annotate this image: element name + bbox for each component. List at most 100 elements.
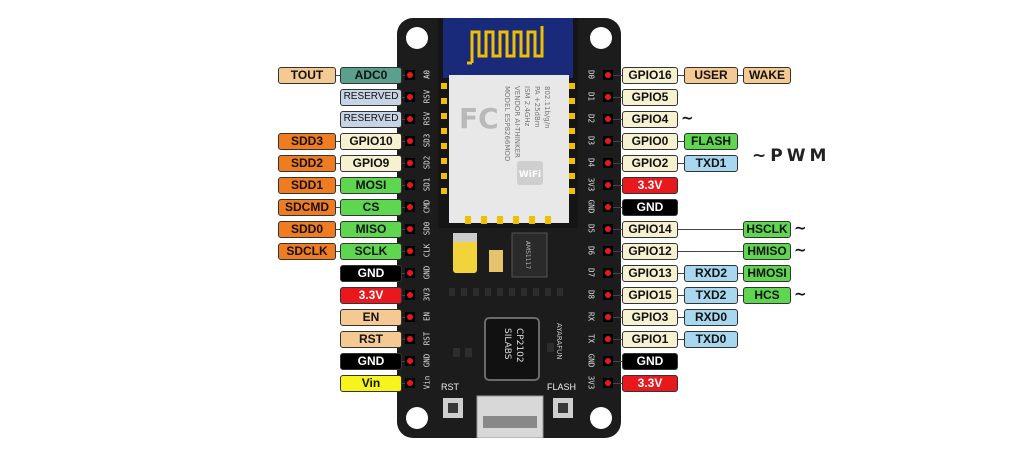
mount-hole-top-left (406, 27, 428, 49)
mount-hole-bottom-right (590, 407, 612, 429)
pin-hole (605, 380, 611, 386)
silk-pin-right: RX (586, 311, 596, 322)
connector-line (613, 229, 622, 230)
left-pin-label: CS (340, 199, 402, 216)
pin-hole (605, 116, 611, 122)
connector-line (402, 317, 405, 318)
right-pin-label: HCS (743, 287, 791, 304)
connector-line (678, 317, 684, 318)
pwm-legend: ~PWM (752, 146, 831, 166)
right-pin-label: WAKE (743, 67, 791, 84)
capacitor (453, 233, 477, 273)
pin-hole (407, 380, 413, 386)
header-pins (405, 70, 613, 388)
pin-hole (407, 358, 413, 364)
left-pin-label: SDCLK (278, 243, 336, 260)
silk-pin-right: TX (586, 333, 596, 344)
connector-line (613, 273, 622, 274)
left-pin-label: GPIO10 (340, 133, 402, 150)
pin-hole (407, 138, 413, 144)
module-text-line: VENDOR AI-THINKER (513, 86, 521, 158)
pwm-tilde: ~ (681, 109, 694, 127)
connector-line (336, 207, 340, 208)
connector-line (678, 75, 684, 76)
fcc-mark: FC (459, 102, 499, 135)
connector-line (336, 229, 340, 230)
mount-hole-top-right (590, 27, 612, 49)
wifi-logo (517, 161, 543, 185)
usb-chip-text-line: CP2102 (514, 328, 524, 363)
silk-pin-right: 3V3 (586, 177, 596, 192)
connector-line (738, 75, 743, 76)
pwm-tilde: ~ (794, 241, 807, 259)
connector-line (613, 339, 622, 340)
silk-pin-left: RSV (422, 89, 432, 104)
pin-hole (605, 270, 611, 276)
left-pin-label: SDD0 (278, 221, 336, 238)
connector-line (402, 229, 405, 230)
right-pin-label: GPIO13 (622, 265, 678, 282)
wifi-mark: WiFi (519, 170, 541, 180)
pin-hole (407, 160, 413, 166)
left-pin-label: EN (340, 309, 402, 326)
regulator-text: AMS1117 (524, 241, 531, 270)
connector-line (336, 185, 340, 186)
pin-hole (407, 248, 413, 254)
silk-pin-left: GND (422, 265, 432, 280)
left-pin-label: SDD1 (278, 177, 336, 194)
connector-line (402, 141, 405, 142)
left-pin-label: ADC0 (340, 67, 402, 84)
smd-components (449, 288, 563, 357)
silk-pin-left: GND (422, 353, 432, 368)
right-pin-label: GPIO5 (622, 89, 678, 106)
pin-hole (605, 292, 611, 298)
right-pin-label: TXD2 (684, 287, 738, 304)
connector-line (402, 251, 405, 252)
left-pin-label: GND (340, 353, 402, 370)
right-pin-label: TXD1 (684, 155, 738, 172)
left-pin-label: RST (340, 331, 402, 348)
inductor (489, 250, 503, 272)
module-text-line: 802.11b/g/n (543, 86, 551, 129)
right-pin-label: RXD0 (684, 309, 738, 326)
pwm-tilde: ~ (794, 219, 807, 237)
silk-pin-left: RST (422, 331, 432, 346)
connector-line (678, 229, 743, 230)
pin-hole (605, 160, 611, 166)
connector-line (613, 163, 622, 164)
left-pin-label: Vin (340, 375, 402, 392)
silk-pin-left: A0 (422, 69, 432, 80)
connector-line (402, 75, 405, 76)
right-pin-label: TXD0 (684, 331, 738, 348)
connector-line (336, 251, 340, 252)
connector-line (613, 185, 622, 186)
right-pin-label: GPIO3 (622, 309, 678, 326)
silk-pin-right: D1 (586, 91, 596, 102)
connector-line (678, 251, 743, 252)
connector-line (336, 75, 340, 76)
right-pin-label: GPIO0 (622, 133, 678, 150)
silk-pin-right: GND (586, 199, 596, 214)
connector-line (402, 383, 405, 384)
silk-pin-right: 3V3 (586, 375, 596, 390)
connector-line (678, 339, 684, 340)
left-pin-label: MOSI (340, 177, 402, 194)
connector-line (613, 317, 622, 318)
silk-pin-left: SD1 (422, 177, 432, 192)
regulator (511, 232, 548, 278)
usb-uart-chip (484, 317, 540, 381)
pin-hole (407, 116, 413, 122)
right-pin-label: HSCLK (743, 221, 791, 238)
right-pin-label: GPIO15 (622, 287, 678, 304)
right-pin-label: HMISO (743, 243, 791, 260)
left-pin-label: GPIO9 (340, 155, 402, 172)
connector-line (402, 361, 405, 362)
pin-hole (605, 248, 611, 254)
right-pin-label: GPIO12 (622, 243, 678, 260)
right-pin-label: RXD2 (684, 265, 738, 282)
connector-line (613, 141, 622, 142)
pin-hole (407, 94, 413, 100)
